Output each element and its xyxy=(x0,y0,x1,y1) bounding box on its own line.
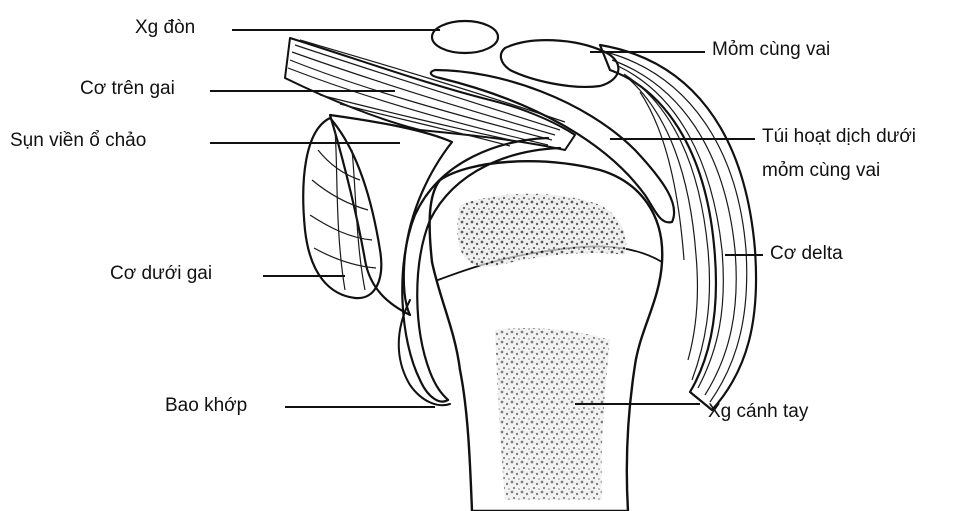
label-text: Xg cánh tay xyxy=(708,401,809,422)
label-deltoid: Cơ delta xyxy=(725,243,843,264)
label-text-line2: mỏm cùng vai xyxy=(762,160,880,181)
label-text: Cơ dưới gai xyxy=(110,263,212,284)
label-text: Mỏm cùng vai xyxy=(712,39,830,60)
label-text: Cơ delta xyxy=(770,243,843,264)
label-text: Sụn viền ổ chảo xyxy=(10,130,146,151)
label-humerus: Xg cánh tay xyxy=(575,401,809,422)
clavicle-bone xyxy=(432,21,498,53)
label-text: Bao khớp xyxy=(165,395,247,416)
humerus-bone xyxy=(430,161,663,511)
label-infraspinatus: Cơ dưới gai xyxy=(110,263,345,284)
label-text: Cơ trên gai xyxy=(80,78,175,99)
label-clavicle: Xg đòn xyxy=(135,17,440,38)
infraspinatus-muscle xyxy=(303,118,381,298)
label-capsule: Bao khớp xyxy=(165,395,435,416)
label-text-line1: Túi hoạt dịch dưới xyxy=(762,126,916,147)
label-acromion: Mỏm cùng vai xyxy=(590,39,830,60)
label-text: Xg đòn xyxy=(135,17,195,38)
deltoid-muscle xyxy=(600,45,756,410)
